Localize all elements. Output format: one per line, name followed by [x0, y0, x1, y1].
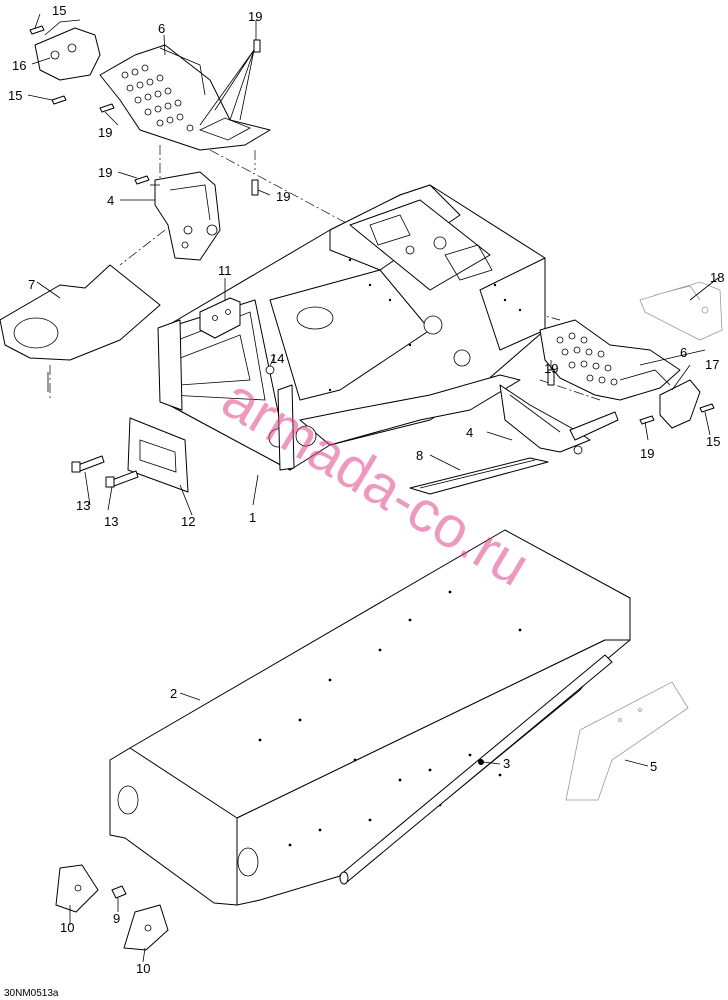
fasteners: [29, 25, 715, 425]
callout-5: 5: [650, 759, 657, 774]
bracket-part-10-right: [123, 904, 169, 951]
callout-15-mid: 15: [8, 88, 22, 103]
callout-8: 8: [416, 448, 423, 463]
bracket-part-16: [34, 19, 101, 81]
callout-19-d: 19: [276, 189, 290, 204]
clip-part-17: [659, 379, 701, 429]
callout-18: 18: [710, 270, 724, 285]
callout-16: 16: [12, 58, 26, 73]
rail-part-8: [409, 457, 549, 495]
callout-4-right: 4: [466, 425, 473, 440]
bolts-part-13: [71, 455, 139, 488]
bracket-part-11: [199, 297, 241, 339]
callout-7: 7: [28, 277, 35, 292]
plate-part-12: [127, 417, 189, 493]
callout-19-f: 19: [640, 446, 654, 461]
callout-4-left: 4: [107, 193, 114, 208]
shield-part-7: [0, 264, 161, 392]
callout-10-right: 10: [136, 961, 150, 976]
callout-19-c: 19: [98, 165, 112, 180]
deflector-part-5: [565, 681, 689, 801]
callout-19-b: 19: [248, 9, 262, 24]
callout-17: 17: [705, 357, 719, 372]
rivet-part-9: [111, 885, 127, 899]
drawing-code: 30NM0513a: [4, 988, 59, 999]
footrest-part-6-right: [539, 319, 681, 401]
main-frame-part-1: [157, 184, 546, 471]
rod-part-3: [339, 654, 613, 885]
callouts: 15 16 15 19 6 19 19 4 19 7 11 14 13 13 1…: [8, 3, 724, 976]
callout-6-right: 6: [680, 345, 687, 360]
callout-15-top: 15: [52, 3, 66, 18]
callout-13-a: 13: [76, 498, 90, 513]
footrest-part-6-top: [99, 44, 271, 151]
callout-13-b: 13: [104, 514, 118, 529]
callout-19-a: 19: [98, 125, 112, 140]
callout-10-left: 10: [60, 920, 74, 935]
callout-6-top: 6: [158, 21, 165, 36]
support-part-4-right: [499, 384, 619, 455]
nut-part-14: [265, 365, 275, 375]
tunnel-part-2: [109, 529, 631, 906]
bracket-part-18: [639, 281, 723, 341]
callout-19-e: 19: [544, 361, 558, 376]
callout-12: 12: [181, 514, 195, 529]
callout-15-right: 15: [706, 434, 720, 449]
callout-1: 1: [249, 510, 256, 525]
callout-14: 14: [270, 351, 284, 366]
bracket-part-10-left: [55, 864, 99, 913]
callout-3: 3: [503, 756, 510, 771]
callout-11: 11: [218, 263, 232, 278]
callout-2: 2: [170, 686, 177, 701]
leader-lines: [27, 13, 719, 963]
callout-9: 9: [113, 911, 120, 926]
support-part-4-left: [150, 171, 221, 261]
